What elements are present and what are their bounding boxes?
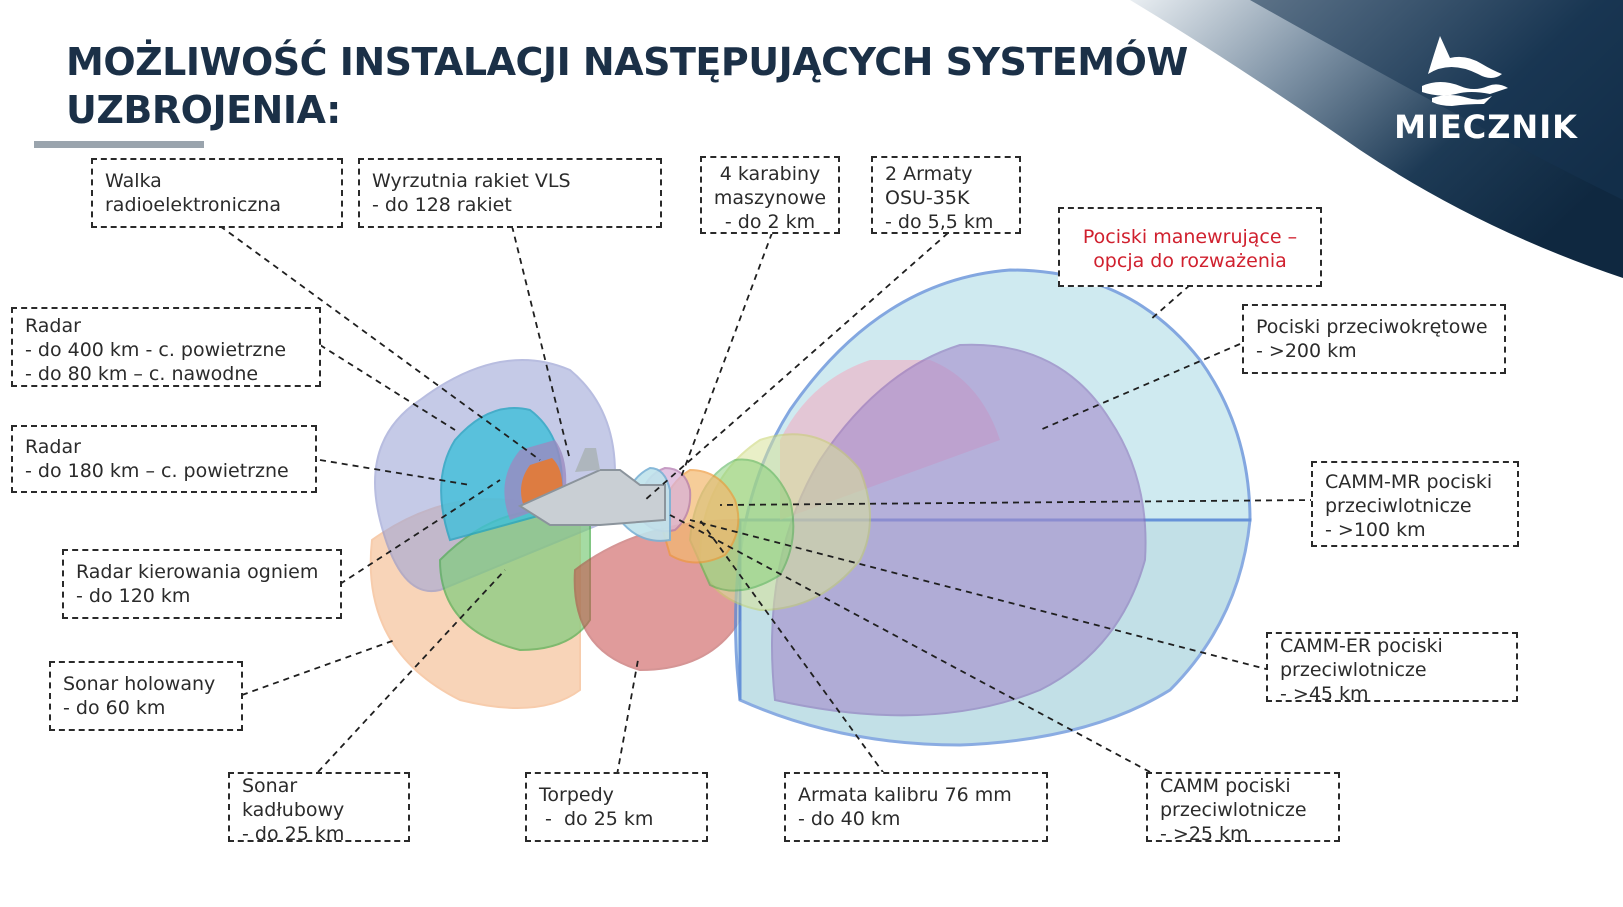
label-radar-400: Radar- do 400 km - c. powietrzne- do 80 … bbox=[11, 307, 321, 387]
label-armata-76mm: Armata kalibru 76 mm- do 40 km bbox=[784, 772, 1048, 842]
page-title: MOŻLIWOŚĆ INSTALACJI NASTĘPUJĄCYCH SYSTE… bbox=[66, 40, 1188, 132]
mecznik-bird-wave-icon bbox=[1422, 36, 1508, 106]
title-underline bbox=[34, 141, 204, 148]
label-vls: Wyrzutnia rakiet VLS- do 128 rakiet bbox=[358, 158, 662, 228]
label-sonar-holowany: Sonar holowany- do 60 km bbox=[49, 661, 243, 731]
label-torpedy: Torpedy - do 25 km bbox=[525, 772, 708, 842]
label-przeciwokretowe: Pociski przeciwokrętowe- >200 km bbox=[1242, 304, 1506, 374]
ship bbox=[517, 469, 666, 526]
label-radar-kierowania-ogniem: Radar kierowania ogniem- do 120 km bbox=[62, 549, 342, 619]
logo-text: MIECZNIK bbox=[1394, 108, 1578, 146]
label-radar-180: Radar- do 180 km – c. powietrzne bbox=[11, 425, 317, 493]
label-pociski-manewrujace: Pociski manewrujące –opcja do rozważenia bbox=[1058, 207, 1322, 287]
